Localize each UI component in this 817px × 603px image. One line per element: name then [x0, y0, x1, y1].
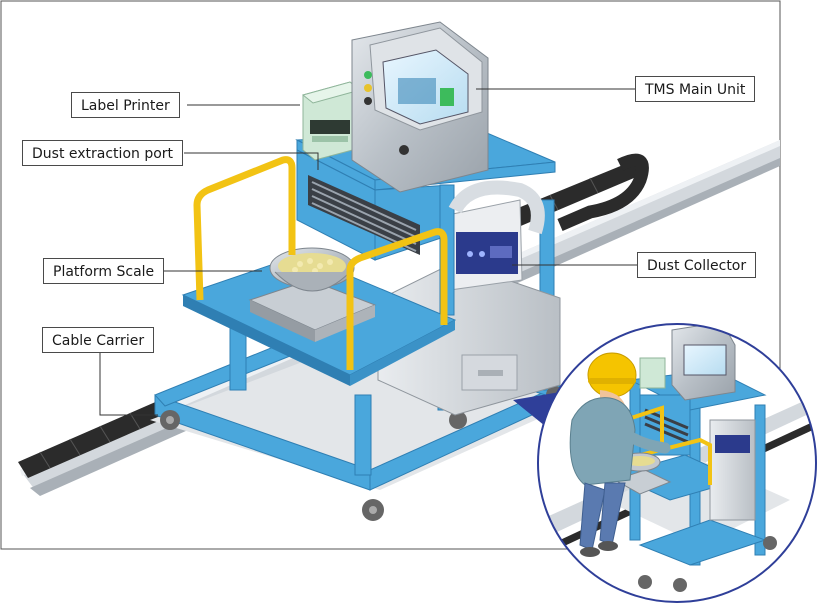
inset-border — [537, 323, 817, 603]
tms-main-unit-label: TMS Main Unit — [635, 76, 756, 102]
operator-figure — [569, 352, 671, 557]
cable-carrier-label: Cable Carrier — [42, 327, 155, 353]
dust-collector — [377, 199, 561, 416]
tms-main-unit — [351, 21, 489, 193]
dust-collector-label: Dust Collector — [637, 252, 757, 278]
inset-operator-view — [537, 323, 817, 603]
platform-scale-label: Platform Scale — [43, 258, 165, 284]
platform-scale — [248, 247, 377, 342]
cart-casters — [160, 386, 564, 521]
label-printer — [301, 81, 362, 161]
leader-lines — [99, 88, 637, 416]
safety-handles — [193, 156, 448, 370]
dust-extraction-port-label: Dust extraction port — [22, 140, 184, 166]
flexible-duct — [448, 180, 545, 235]
label-printer-label: Label Printer — [71, 92, 180, 118]
